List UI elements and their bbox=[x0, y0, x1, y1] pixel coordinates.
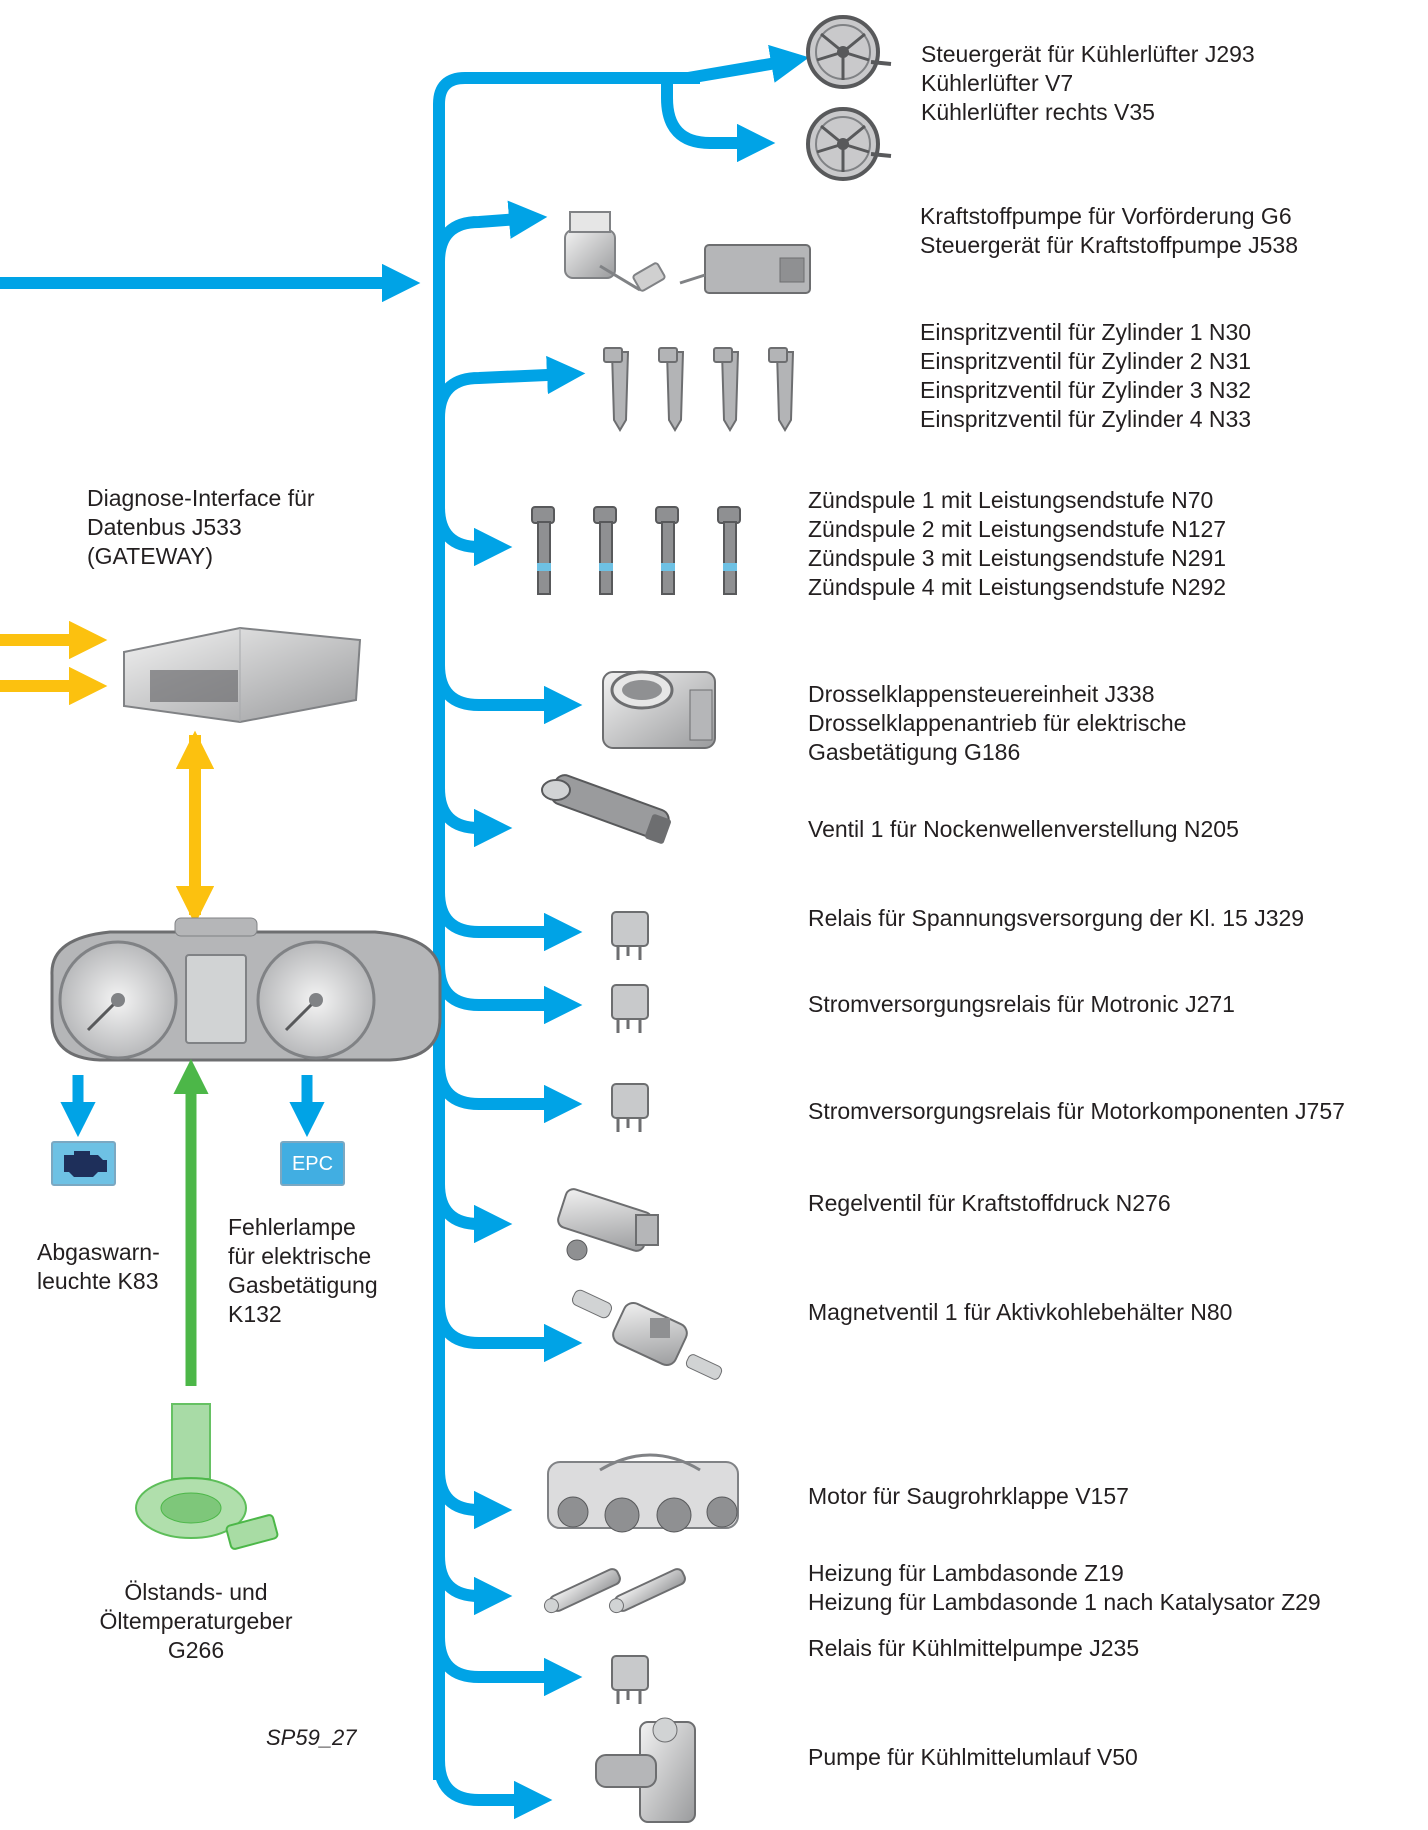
label-line: (GATEWAY) bbox=[87, 543, 214, 569]
intake-manifold-motor-icon bbox=[547, 1453, 739, 1533]
main-bus bbox=[0, 44, 810, 1780]
label-line: Zündspule 2 mit Leistungsendstufe N127 bbox=[808, 516, 1227, 542]
label-line: leuchte K83 bbox=[37, 1268, 159, 1294]
lamp-arrows bbox=[60, 1075, 325, 1138]
label-warning-lamp: Abgaswarn- leuchte K83 bbox=[37, 1238, 160, 1296]
label-line: Diagnose-Interface für bbox=[87, 485, 315, 511]
label-line: Regelventil für Kraftstoffdruck N276 bbox=[808, 1190, 1171, 1216]
label-line: Fehlerlampe bbox=[228, 1214, 356, 1240]
label-line: Drosselklappensteuereinheit J338 bbox=[808, 681, 1155, 707]
label-line: Abgaswarn- bbox=[37, 1239, 160, 1265]
label-injectors: Einspritzventil für Zylinder 1 N30 Einsp… bbox=[920, 318, 1251, 434]
label-relay-j757: Stromversorgungsrelais für Motorkomponen… bbox=[808, 1097, 1345, 1126]
label-gateway: Diagnose-Interface für Datenbus J533 (GA… bbox=[87, 484, 315, 571]
label-relay-j329: Relais für Spannungsversorgung der Kl. 1… bbox=[808, 904, 1304, 933]
ignition-coil-icon bbox=[531, 506, 741, 595]
label-line: K132 bbox=[228, 1301, 282, 1327]
label-line: Ventil 1 für Nockenwellenverstellung N20… bbox=[808, 816, 1239, 842]
label-pressure-valve: Regelventil für Kraftstoffdruck N276 bbox=[808, 1189, 1171, 1218]
engine-icon bbox=[64, 1151, 107, 1177]
label-line: Pumpe für Kühlmittelumlauf V50 bbox=[808, 1744, 1138, 1770]
can-bus-arrows bbox=[0, 620, 215, 925]
relay-icon bbox=[611, 911, 649, 1704]
label-line: Einspritzventil für Zylinder 1 N30 bbox=[920, 319, 1252, 345]
epc-badge: EPC bbox=[292, 1153, 333, 1175]
label-line: Kraftstoffpumpe für Vorförderung G6 bbox=[920, 203, 1292, 229]
label-line: Steuergerät für Kühlerlüfter J293 bbox=[921, 41, 1255, 67]
label-relay-j235: Relais für Kühlmittelpumpe J235 bbox=[808, 1634, 1139, 1663]
label-line: Magnetventil 1 für Aktivkohlebehälter N8… bbox=[808, 1299, 1233, 1325]
label-line: Gasbetätigung G186 bbox=[808, 739, 1021, 765]
label-line: Öltemperaturgeber bbox=[99, 1608, 293, 1634]
label-line: Steuergerät für Kraftstoffpumpe J538 bbox=[920, 232, 1299, 258]
label-line: Kühlerlüfter rechts V35 bbox=[921, 99, 1155, 125]
label-coolant-pump: Pumpe für Kühlmittelumlauf V50 bbox=[808, 1743, 1138, 1772]
label-line: Zündspule 1 mit Leistungsendstufe N70 bbox=[808, 487, 1214, 513]
label-line: Einspritzventil für Zylinder 2 N31 bbox=[920, 348, 1252, 374]
label-fuel-pump: Kraftstoffpumpe für Vorförderung G6 Steu… bbox=[920, 202, 1298, 260]
lambda-probe-icon bbox=[543, 1568, 686, 1614]
exhaust-warning-lamp bbox=[51, 1141, 116, 1186]
label-oil-sensor: Ölstands- und Öltemperaturgeber G266 bbox=[86, 1578, 306, 1665]
label-line: Relais für Spannungsversorgung der Kl. 1… bbox=[808, 905, 1305, 931]
bus-trunk bbox=[433, 72, 700, 1780]
label-line: Heizung für Lambdasonde Z19 bbox=[808, 1560, 1124, 1586]
label-solenoid-valve: Magnetventil 1 für Aktivkohlebehälter N8… bbox=[808, 1298, 1232, 1327]
label-line: Zündspule 3 mit Leistungsendstufe N291 bbox=[808, 545, 1227, 571]
label-line: Datenbus J533 bbox=[87, 514, 242, 540]
coolant-pump-icon bbox=[595, 1717, 696, 1823]
label-intake-motor: Motor für Saugrohrklappe V157 bbox=[808, 1482, 1129, 1511]
oil-level-sensor-icon bbox=[135, 1403, 279, 1550]
label-line: Relais für Kühlmittelpumpe J235 bbox=[808, 1635, 1140, 1661]
bus-branches bbox=[433, 200, 586, 1820]
label-line: Heizung für Lambdasonde 1 nach Katalysat… bbox=[808, 1589, 1321, 1615]
figure-code: SP59_27 bbox=[266, 1725, 357, 1750]
injector-icon bbox=[603, 347, 795, 432]
fuel-pump-icon bbox=[564, 211, 811, 294]
label-ignition-coils: Zündspule 1 mit Leistungsendstufe N70 Zü… bbox=[808, 486, 1226, 602]
solenoid-valve-icon bbox=[571, 1289, 723, 1380]
label-line: Einspritzventil für Zylinder 3 N32 bbox=[920, 377, 1252, 403]
label-relay-j271: Stromversorgungsrelais für Motronic J271 bbox=[808, 990, 1235, 1019]
label-throttle-body: Drosselklappensteuereinheit J338 Drossel… bbox=[808, 680, 1186, 767]
epc-lamp: EPC bbox=[280, 1141, 345, 1186]
label-line: Stromversorgungsrelais für Motronic J271 bbox=[808, 991, 1235, 1017]
label-line: Zündspule 4 mit Leistungsendstufe N292 bbox=[808, 574, 1227, 600]
label-line: G266 bbox=[167, 1637, 225, 1663]
label-epc-lamp: Fehlerlampe für elektrische Gasbetätigun… bbox=[228, 1213, 378, 1329]
instrument-cluster-icon bbox=[50, 917, 442, 1062]
throttle-body-icon bbox=[602, 670, 716, 749]
label-line: für elektrische bbox=[228, 1243, 372, 1269]
gateway-module-icon bbox=[123, 626, 362, 724]
label-line: Kühlerlüfter V7 bbox=[921, 70, 1074, 96]
label-line: Ölstands- und bbox=[124, 1579, 268, 1605]
label-line: Einspritzventil für Zylinder 4 N33 bbox=[920, 406, 1252, 432]
label-camshaft-valve: Ventil 1 für Nockenwellenverstellung N20… bbox=[808, 815, 1239, 844]
label-line: Motor für Saugrohrklappe V157 bbox=[808, 1483, 1129, 1509]
label-line: Stromversorgungsrelais für Motorkomponen… bbox=[808, 1098, 1345, 1124]
label-lambda-heaters: Heizung für Lambdasonde Z19 Heizung für … bbox=[808, 1559, 1321, 1617]
label-radiator-fans: Steuergerät für Kühlerlüfter J293 Kühler… bbox=[921, 40, 1255, 127]
label-line: Drosselklappenantrieb für elektrische bbox=[808, 710, 1187, 736]
camshaft-valve-icon bbox=[541, 774, 671, 844]
pressure-valve-icon bbox=[557, 1188, 659, 1261]
radiator-fan-icon bbox=[806, 15, 892, 181]
label-line: Gasbetätigung bbox=[228, 1272, 378, 1298]
